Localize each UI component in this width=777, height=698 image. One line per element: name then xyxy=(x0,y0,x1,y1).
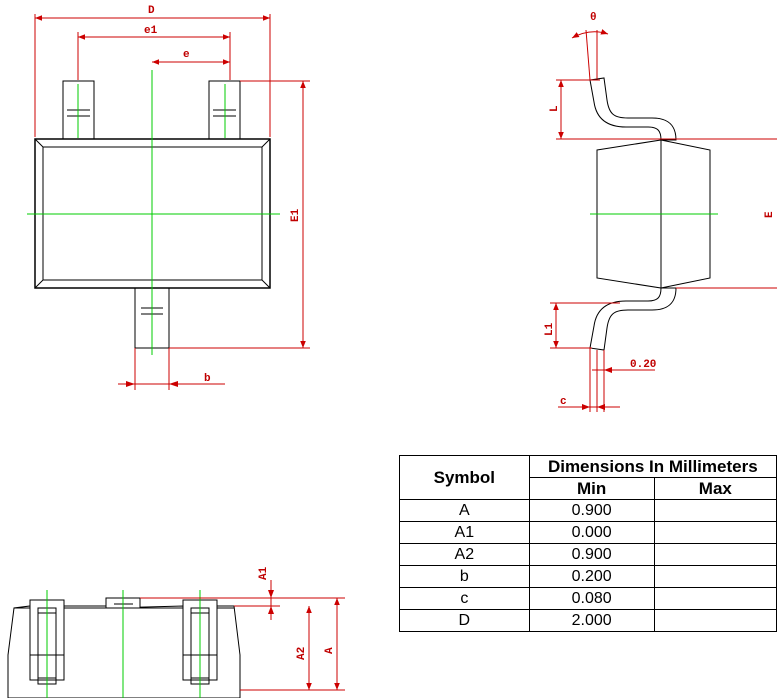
dim-D-label: D xyxy=(148,5,155,17)
cell-min: 0.200 xyxy=(528,565,655,588)
side-lead-top xyxy=(589,77,677,141)
symbol-header: Symbol xyxy=(399,455,530,500)
cell-symbol: A2 xyxy=(399,543,530,566)
cell-max xyxy=(653,609,777,632)
dim-E1-label: E1 xyxy=(290,208,302,222)
cell-min: 0.900 xyxy=(528,543,655,566)
dim-A1-label: A1 xyxy=(258,566,270,580)
cell-symbol: c xyxy=(399,587,530,610)
table-row: b 0.200 xyxy=(399,565,777,588)
front-view: A1 A2 A xyxy=(7,566,345,698)
cell-min: 0.080 xyxy=(528,587,655,610)
cell-symbol: b xyxy=(399,565,530,588)
dim-b-label: b xyxy=(204,373,211,385)
dim-e-label: e xyxy=(183,49,190,61)
dim-L1-label: L1 xyxy=(544,322,556,336)
cell-max xyxy=(653,521,777,544)
dim-020-label: 0.20 xyxy=(630,359,656,371)
table-row: A2 0.900 xyxy=(399,543,777,566)
cell-max xyxy=(653,543,777,566)
dim-E-label: E xyxy=(764,211,776,218)
min-header: Min xyxy=(528,477,655,500)
top-view: D e1 e E1 b xyxy=(27,5,310,390)
cell-min: 0.900 xyxy=(528,499,655,522)
max-header: Max xyxy=(653,477,777,500)
dimensions-header: Dimensions In Millimeters xyxy=(528,455,777,478)
cell-max xyxy=(653,565,777,588)
table-row: A 0.900 xyxy=(399,499,777,522)
table-row: A1 0.000 xyxy=(399,521,777,544)
table-row: D 2.000 xyxy=(399,609,777,632)
dim-A2-label: A2 xyxy=(296,647,308,660)
cell-symbol: D xyxy=(399,609,530,632)
table-row: c 0.080 xyxy=(399,587,777,610)
dim-e1-label: e1 xyxy=(144,25,158,37)
dim-c-label: c xyxy=(560,396,567,408)
cell-symbol: A1 xyxy=(399,521,530,544)
side-view: θ L E L1 0.20 c xyxy=(544,12,777,412)
dim-L-label: L xyxy=(549,105,561,112)
dim-theta-label: θ xyxy=(590,12,597,24)
dimensions-table: Symbol Dimensions In Millimeters Min Max… xyxy=(399,455,777,632)
cell-min: 0.000 xyxy=(528,521,655,544)
side-lead-bottom xyxy=(589,287,677,351)
cell-max xyxy=(653,587,777,610)
cell-symbol: A xyxy=(399,499,530,522)
cell-max xyxy=(653,499,777,522)
cell-min: 2.000 xyxy=(528,609,655,632)
dim-A-label: A xyxy=(324,647,336,654)
